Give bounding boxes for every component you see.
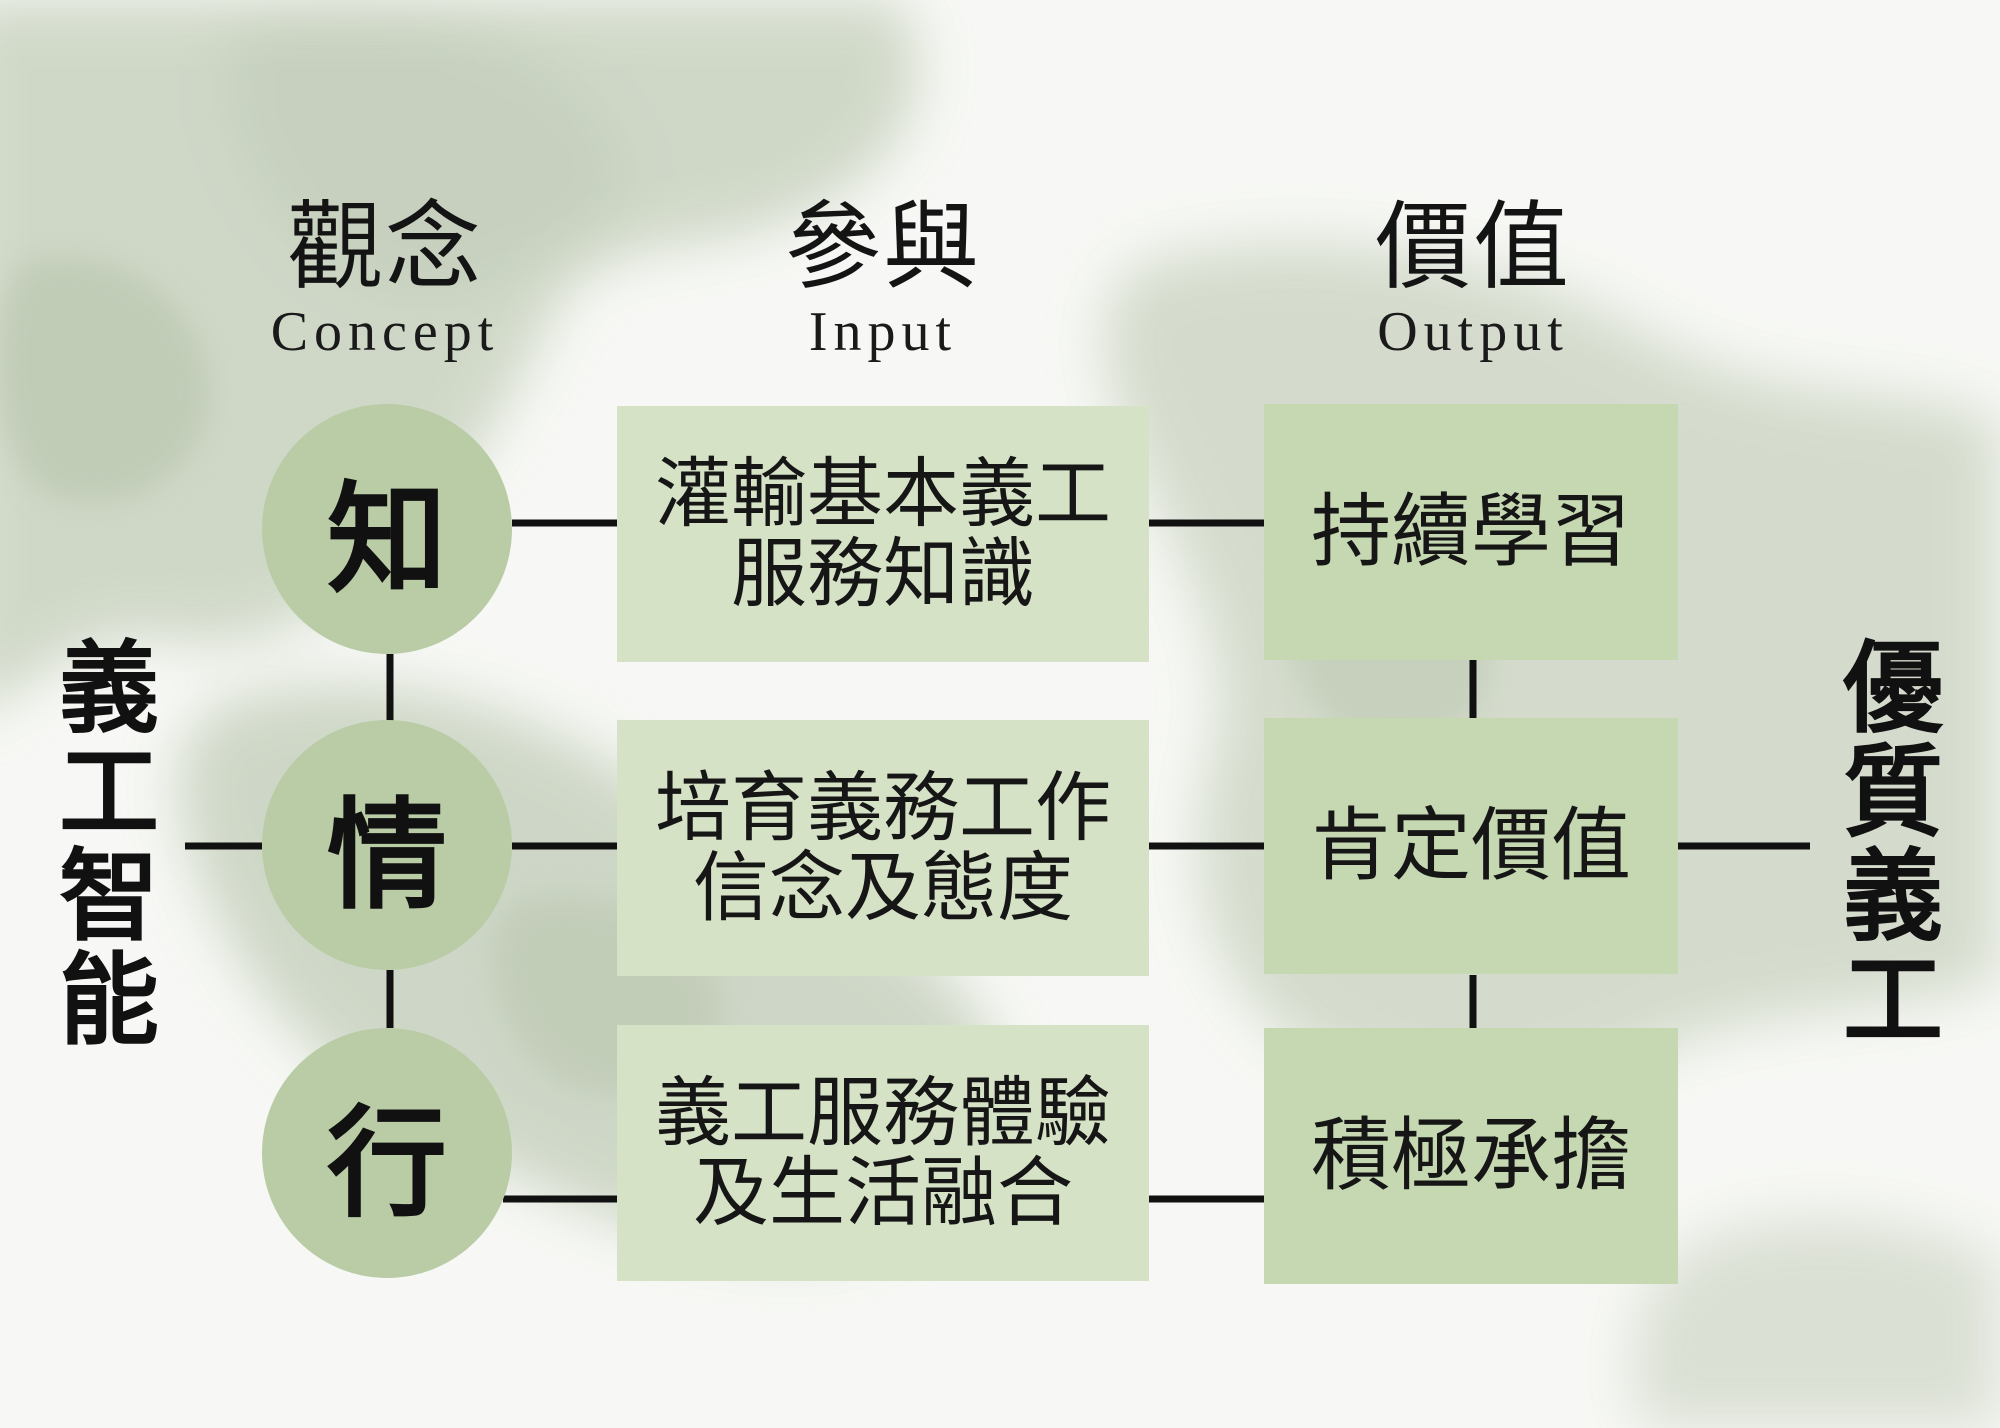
input-box-row-3: 義工服務體驗 及生活融合 bbox=[617, 1025, 1149, 1281]
output-box-row-3: 積極承擔 bbox=[1264, 1028, 1678, 1284]
right-title-char: 質 bbox=[1843, 733, 1943, 851]
column-header-input: 參與 Input bbox=[753, 192, 1013, 362]
input-box-row-1: 灌輸基本義工 服務知識 bbox=[617, 406, 1149, 662]
right-title-char: 工 bbox=[1843, 941, 1943, 1059]
concept-circle-act: 行 bbox=[262, 1028, 512, 1278]
left-title-char: 義 bbox=[59, 629, 159, 747]
output-box-row-1: 持續學習 bbox=[1264, 404, 1678, 660]
output-text: 持續學習 bbox=[1311, 485, 1631, 578]
column-header-concept: 觀念 Concept bbox=[255, 192, 515, 362]
right-title: 優 質 義 工 bbox=[1838, 636, 1948, 1052]
left-title-char: 能 bbox=[59, 941, 159, 1059]
left-title-char: 工 bbox=[59, 733, 159, 851]
concept-circle-know: 知 bbox=[262, 404, 512, 654]
right-title-char: 優 bbox=[1843, 629, 1943, 747]
input-line: 培育義務工作 bbox=[655, 763, 1111, 852]
column-title-en: Concept bbox=[270, 301, 500, 363]
output-text: 肯定價值 bbox=[1311, 799, 1631, 892]
input-line: 義工服務體驗 bbox=[655, 1068, 1111, 1157]
column-title-zh: 觀念 bbox=[287, 191, 483, 303]
column-title-en: Output bbox=[1377, 301, 1569, 363]
output-box-row-2: 肯定價值 bbox=[1264, 718, 1678, 974]
column-header-output: 價值 Output bbox=[1343, 192, 1603, 362]
concept-circle-feel: 情 bbox=[262, 720, 512, 970]
column-title-zh: 價值 bbox=[1375, 191, 1571, 303]
input-line: 灌輸基本義工 bbox=[655, 449, 1111, 538]
input-line: 信念及態度 bbox=[693, 843, 1073, 932]
input-box-row-2: 培育義務工作 信念及態度 bbox=[617, 720, 1149, 976]
left-title: 義 工 智 能 bbox=[54, 636, 164, 1052]
right-title-char: 義 bbox=[1843, 837, 1943, 955]
column-title-zh: 參與 bbox=[785, 191, 981, 303]
input-line: 服務知識 bbox=[731, 529, 1035, 618]
output-text: 積極承擔 bbox=[1311, 1109, 1631, 1202]
left-title-char: 智 bbox=[59, 837, 159, 955]
column-title-en: Input bbox=[808, 301, 958, 363]
input-line: 及生活融合 bbox=[693, 1148, 1073, 1237]
